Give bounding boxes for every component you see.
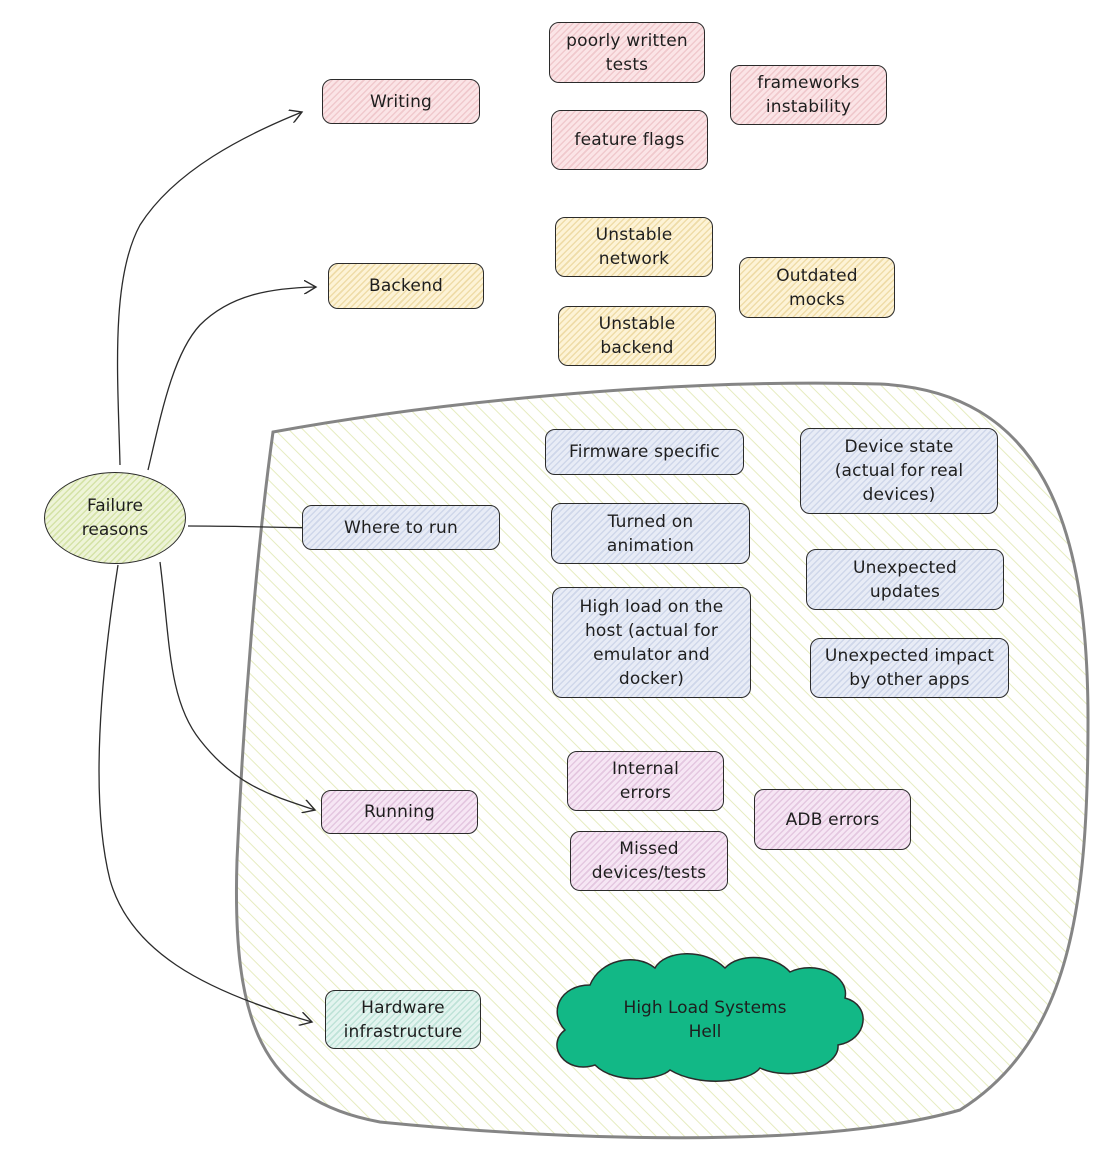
item-poorly-written-tests: poorly written tests: [549, 22, 705, 83]
arrow-to-hardware: [98, 564, 312, 1022]
category-writing: Writing: [322, 79, 480, 124]
category-backend: Backend: [328, 263, 484, 309]
arrow-to-backend: [147, 287, 316, 471]
item-unexpected-updates: Unexpected updates: [806, 549, 1004, 610]
category-where-to-run: Where to run: [302, 505, 500, 550]
item-unstable-backend: Unstable backend: [558, 306, 716, 366]
item-firmware-specific: Firmware specific: [545, 429, 744, 475]
category-hardware-infrastructure: Hardware infrastructure: [325, 990, 481, 1049]
item-turned-on-animation: Turned on animation: [551, 503, 750, 564]
item-unstable-network: Unstable network: [555, 217, 713, 277]
item-adb-errors: ADB errors: [754, 789, 911, 850]
item-missed-devices-tests: Missed devices/tests: [570, 831, 728, 891]
arrow-to-running: [159, 561, 315, 810]
cloud-label-high-load-systems-hell: High Load Systems Hell: [623, 998, 787, 1042]
arrow-to-writing: [116, 112, 302, 466]
item-outdated-mocks: Outdated mocks: [739, 257, 895, 318]
item-device-state: Device state (actual for real devices): [800, 428, 998, 514]
item-high-load-host: High load on the host (actual for emulat…: [552, 587, 751, 698]
high-load-cloud: [556, 953, 864, 1082]
item-feature-flags: feature flags: [551, 110, 708, 170]
arrow-to-where-to-run: [187, 526, 315, 528]
item-unexpected-impact: Unexpected impact by other apps: [810, 638, 1009, 698]
item-frameworks-instability: frameworks instability: [730, 65, 887, 125]
root-node-failure-reasons: Failure reasons: [44, 472, 186, 564]
category-running: Running: [321, 790, 478, 834]
item-internal-errors: Internal errors: [567, 751, 724, 811]
